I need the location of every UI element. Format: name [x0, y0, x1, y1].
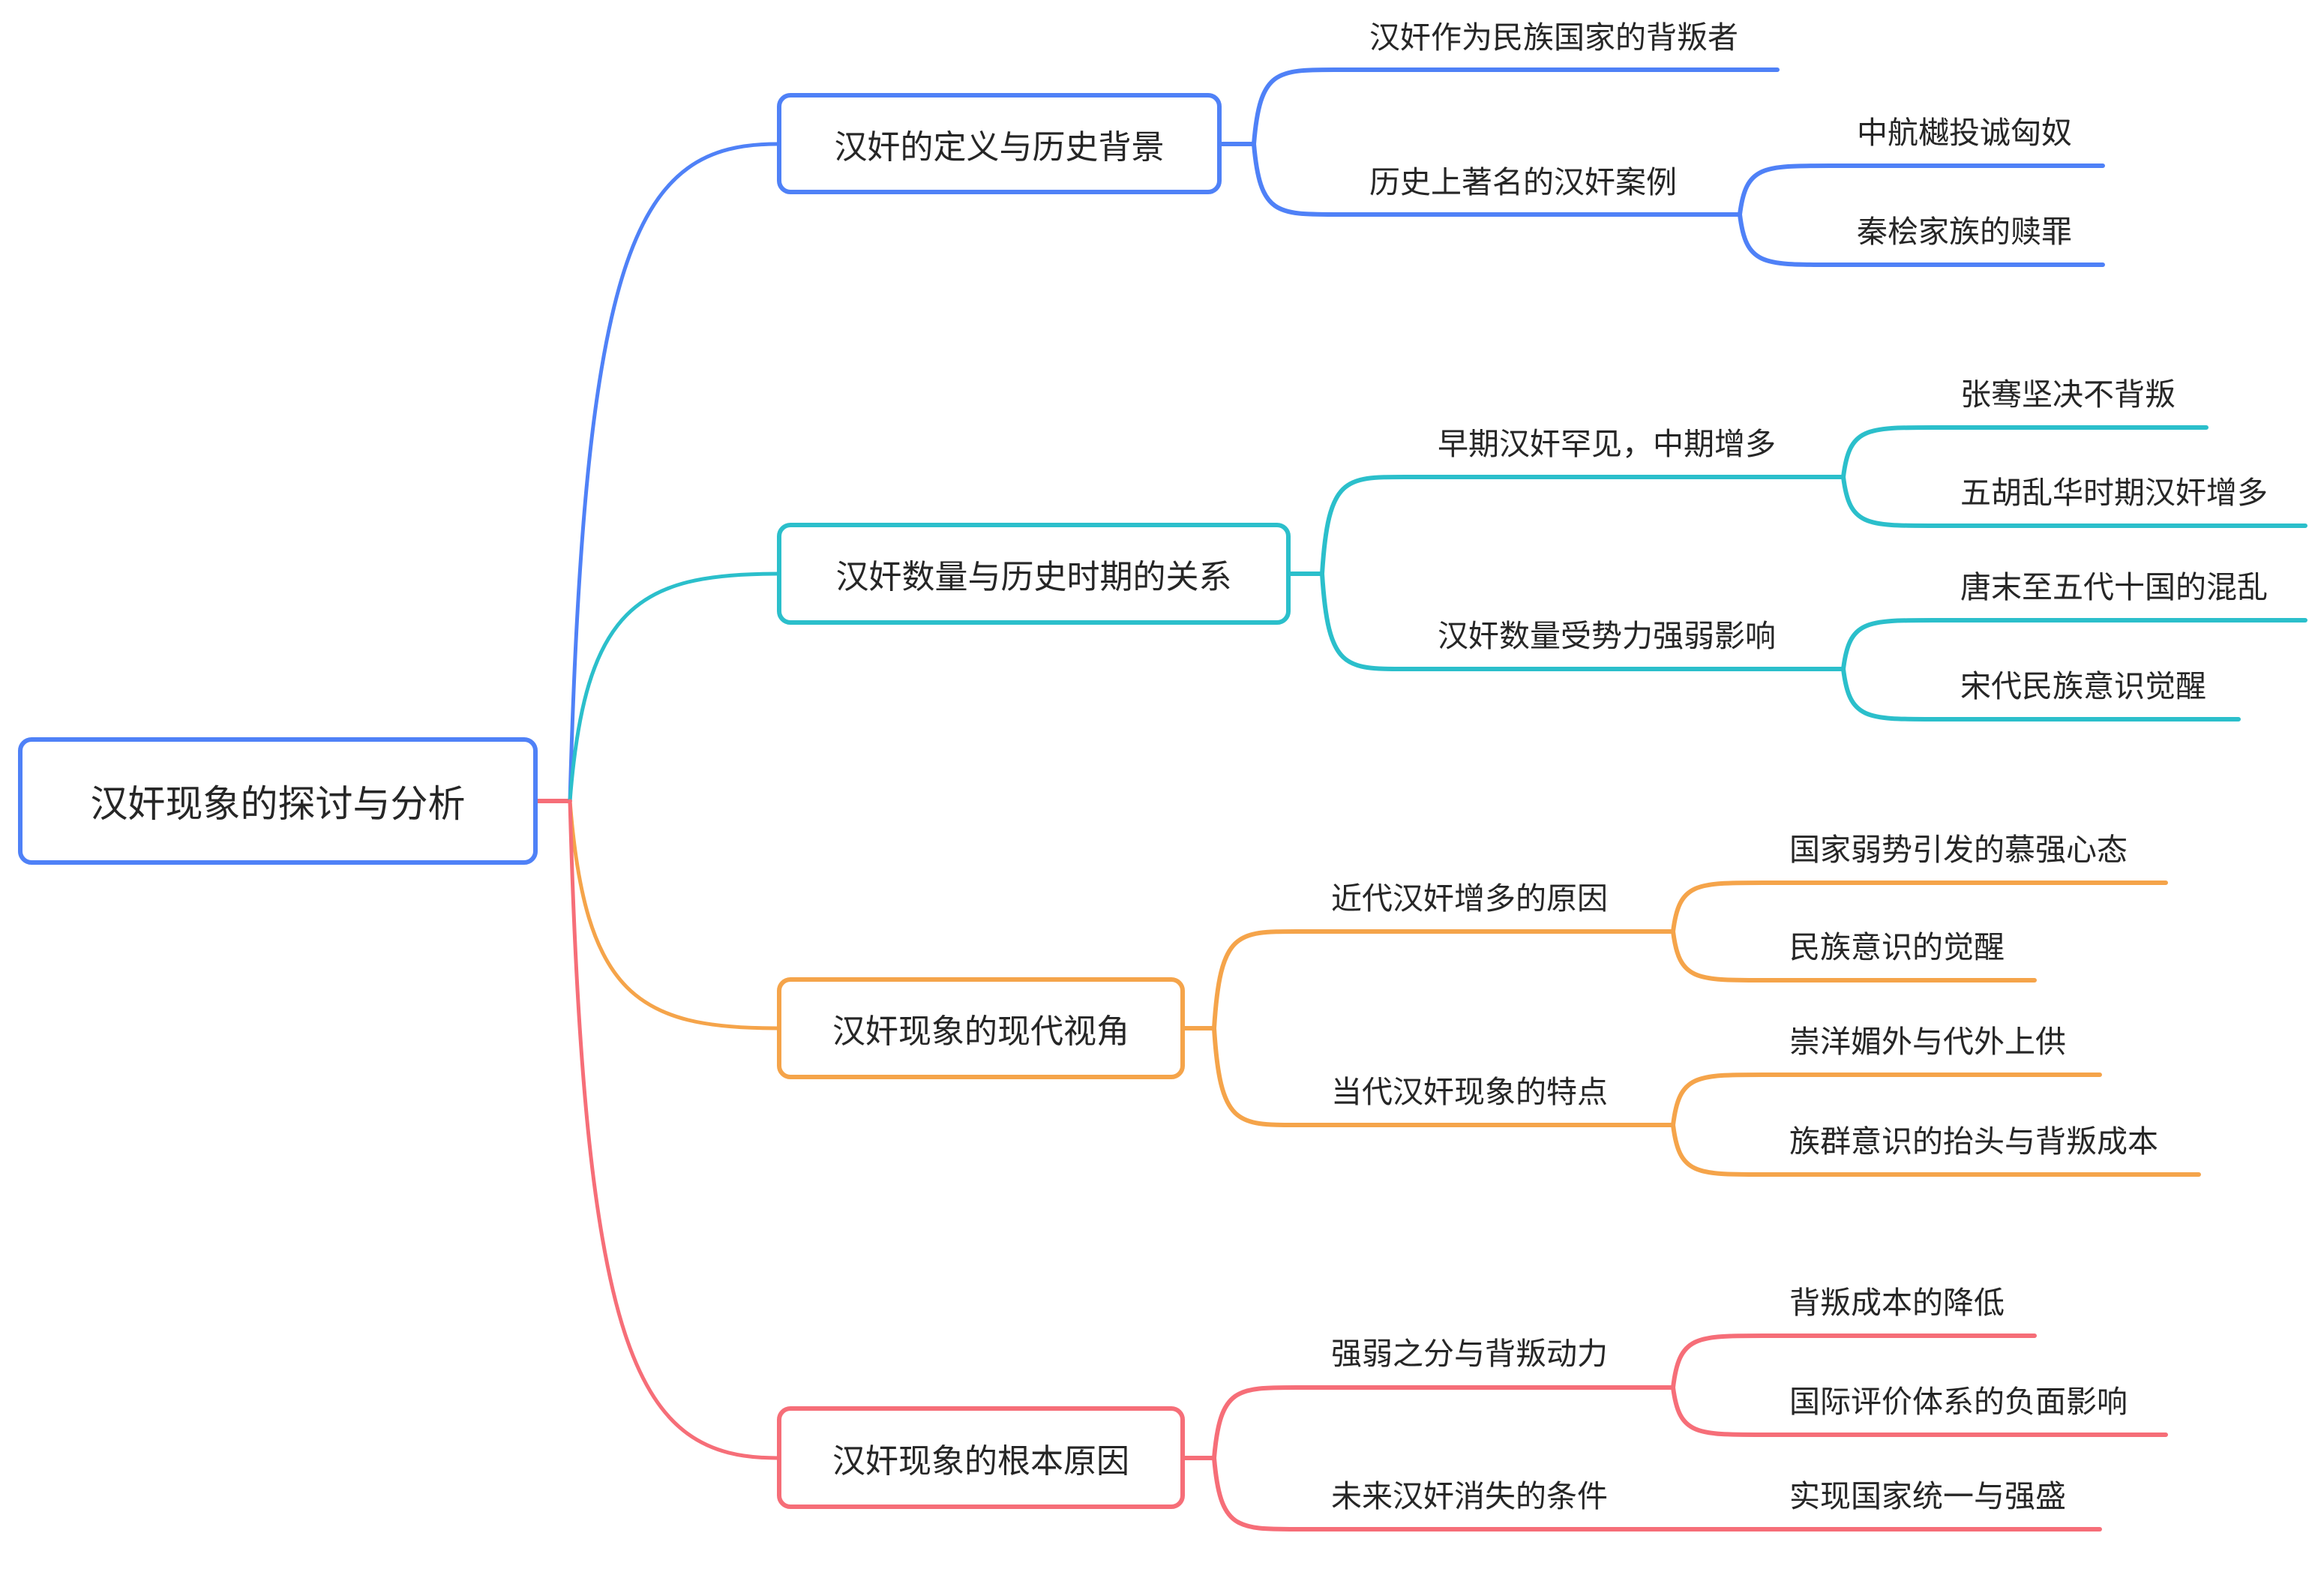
leaf-underline-3-1 [1841, 618, 2308, 671]
root-topic[interactable]: 汉奸现象的探讨与分析 [18, 737, 538, 865]
subtopic-strength-motive[interactable]: 强弱之分与背叛动力 [1331, 1336, 1608, 1372]
leaf-underline-4-1 [1671, 880, 2168, 934]
leaf-zhangqian[interactable]: 张骞坚决不背叛 [1960, 376, 2176, 412]
leaf-underline-2-1 [1841, 425, 2209, 479]
subtopic-traitor-definition[interactable]: 汉奸作为民族国家的背叛者 [1369, 20, 1738, 56]
leaf-underline-5-2 [1671, 1123, 2201, 1177]
subtopic-underline-1-1 [1252, 68, 1780, 146]
leaf-underline-3-2 [1841, 667, 2241, 722]
subtopic-early-rare-mid-more[interactable]: 早期汉奸罕见，中期增多 [1438, 426, 1776, 462]
subtopic-underline-2-1 [1320, 475, 1846, 576]
leaf-song-awakening[interactable]: 宋代民族意识觉醒 [1960, 668, 2206, 704]
leaf-underline-4-2 [1671, 929, 2037, 982]
leaf-underline-1-2 [1738, 212, 2105, 267]
leaf-underline-6-2 [1671, 1385, 2168, 1437]
branch-definition-history[interactable]: 汉奸的定义与历史背景 [777, 93, 1222, 194]
leaf-zhonghang-yue[interactable]: 中航樾投诚匈奴 [1857, 115, 2072, 151]
leaf-five-barbarians[interactable]: 五胡乱华时期汉奸增多 [1960, 475, 2268, 511]
leaf-lower-betrayal-cost[interactable]: 背叛成本的降低 [1789, 1285, 2005, 1321]
subtopic-famous-cases[interactable]: 历史上著名的汉奸案例 [1369, 164, 1677, 200]
link-root-branch-3 [568, 799, 779, 1030]
branch-label: 汉奸现象的现代视角 [832, 1012, 1129, 1051]
root-topic-label: 汉奸现象的探讨与分析 [90, 782, 466, 826]
branch-quantity-periods[interactable]: 汉奸数量与历史时期的关系 [777, 523, 1291, 625]
leaf-underline-6-1 [1671, 1334, 2037, 1390]
link-root-branch-2 [568, 572, 779, 803]
leaf-weak-state-mentality[interactable]: 国家弱势引发的慕强心态 [1789, 832, 2128, 868]
leaf-worship-foreign[interactable]: 崇洋媚外与代外上供 [1789, 1024, 2066, 1060]
branch-label: 汉奸现象的根本原因 [832, 1442, 1129, 1480]
link-root-branch-1 [568, 142, 779, 803]
subtopic-future-conditions[interactable]: 未来汉奸消失的条件 [1331, 1478, 1608, 1514]
branch-label: 汉奸的定义与历史背景 [834, 128, 1165, 166]
leaf-qinhui-family[interactable]: 秦桧家族的赎罪 [1857, 214, 2072, 250]
branch-modern-perspective[interactable]: 汉奸现象的现代视角 [777, 977, 1185, 1079]
subtopic-modern-causes[interactable]: 近代汉奸增多的原因 [1331, 880, 1608, 916]
subtopic-underline-3-1 [1212, 929, 1675, 1030]
subtopic-contemporary-traits[interactable]: 当代汉奸现象的特点 [1331, 1074, 1608, 1110]
link-root-branch-4 [568, 799, 779, 1460]
branch-root-causes[interactable]: 汉奸现象的根本原因 [777, 1406, 1185, 1509]
leaf-underline-2-2 [1841, 475, 2308, 528]
subtopic-underline-3-2 [1212, 1026, 1675, 1127]
leaf-unification-strength[interactable]: 实现国家统一与强盛 [1789, 1478, 2066, 1514]
leaf-national-awakening[interactable]: 民族意识的觉醒 [1789, 929, 2005, 965]
subtopic-underline-1-2 [1252, 142, 1742, 217]
subtopic-underline-2-2 [1320, 572, 1846, 671]
leaf-intl-evaluation[interactable]: 国际评价体系的负面影响 [1789, 1384, 2128, 1420]
leaf-underline-1-1 [1738, 164, 2105, 217]
subtopic-underline-4-2 [1212, 1456, 1675, 1532]
leaf-underline-5-1 [1671, 1072, 2102, 1127]
leaf-ethnic-consciousness[interactable]: 族群意识的抬头与背叛成本 [1789, 1124, 2158, 1160]
branch-label: 汉奸数量与历史时期的关系 [835, 558, 1232, 596]
subtopic-power-influence[interactable]: 汉奸数量受势力强弱影响 [1438, 618, 1776, 654]
leaf-late-tang[interactable]: 唐末至五代十国的混乱 [1960, 569, 2268, 605]
subtopic-underline-4-1 [1212, 1385, 1675, 1460]
